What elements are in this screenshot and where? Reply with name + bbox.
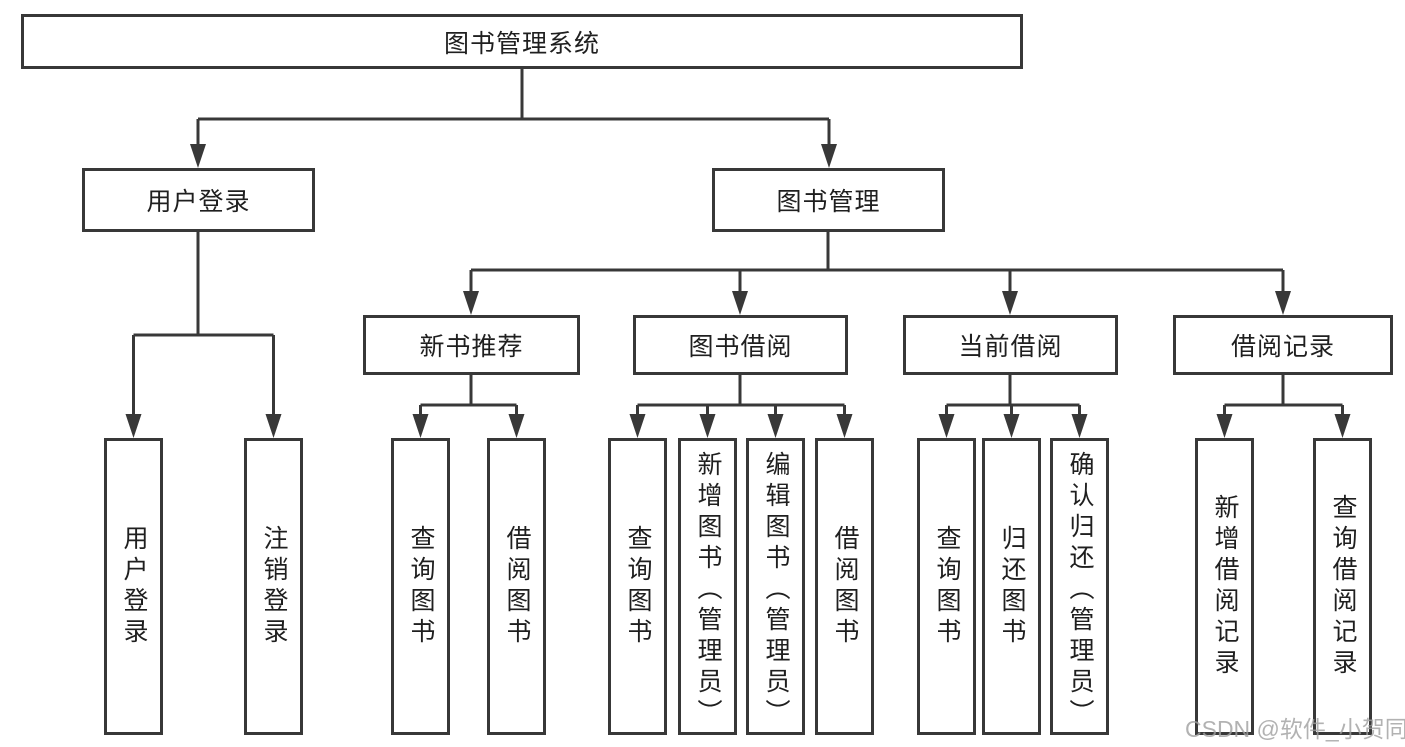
leaf-add-borrow-record: 新增借阅记录 xyxy=(1195,438,1254,735)
leaf-label: 借阅图书 xyxy=(831,524,859,649)
node-new-book-recommendation: 新书推荐 xyxy=(363,315,580,375)
leaf-query-borrow-record: 查询借阅记录 xyxy=(1313,438,1372,735)
leaf-label: 新增借阅记录 xyxy=(1211,493,1239,680)
node-user-login: 用户登录 xyxy=(82,168,315,232)
node-book-management: 图书管理 xyxy=(712,168,945,232)
leaf-label: 借阅图书 xyxy=(503,524,531,649)
node-label: 借阅记录 xyxy=(1230,333,1335,361)
leaf-label: 查询借阅记录 xyxy=(1329,493,1357,680)
leaf-query-books: 查询图书 xyxy=(917,438,976,735)
leaf-label: 查询图书 xyxy=(624,524,652,649)
node-label: 用户登录 xyxy=(146,188,251,216)
node-label: 新书推荐 xyxy=(419,333,524,361)
leaf-label: 编辑图书（管理员） xyxy=(762,451,790,730)
leaf-label: 注销登录 xyxy=(260,524,288,649)
node-label: 图书管理系统 xyxy=(443,29,600,58)
node-label: 当前借阅 xyxy=(958,333,1063,361)
leaf-label: 查询图书 xyxy=(407,524,435,649)
leaf-label: 确认归还（管理员） xyxy=(1066,451,1094,730)
leaf-confirm-return-admin: 确认归还（管理员） xyxy=(1050,438,1109,735)
leaf-return-books: 归还图书 xyxy=(982,438,1041,735)
leaf-label: 归还图书 xyxy=(998,524,1026,649)
node-borrowing-records: 借阅记录 xyxy=(1173,315,1393,375)
leaf-query-books: 查询图书 xyxy=(608,438,667,735)
leaf-user-login: 用户登录 xyxy=(104,438,163,735)
node-label: 图书借阅 xyxy=(688,333,793,361)
node-book-borrowing: 图书借阅 xyxy=(633,315,848,375)
leaf-label: 用户登录 xyxy=(120,524,148,649)
csdn-watermark: CSDN @软件_小贺同学 xyxy=(1185,716,1405,742)
leaf-label: 新增图书（管理员） xyxy=(694,451,722,730)
leaf-edit-books-admin: 编辑图书（管理员） xyxy=(746,438,805,735)
leaf-add-books-admin: 新增图书（管理员） xyxy=(678,438,737,735)
leaf-logout: 注销登录 xyxy=(244,438,303,735)
node-library-management-system: 图书管理系统 xyxy=(21,14,1023,69)
node-current-borrowing: 当前借阅 xyxy=(903,315,1118,375)
leaf-query-books: 查询图书 xyxy=(391,438,450,735)
leaf-borrow-books: 借阅图书 xyxy=(815,438,874,735)
leaf-label: 查询图书 xyxy=(933,524,961,649)
leaf-borrow-books: 借阅图书 xyxy=(487,438,546,735)
node-label: 图书管理 xyxy=(776,188,881,216)
